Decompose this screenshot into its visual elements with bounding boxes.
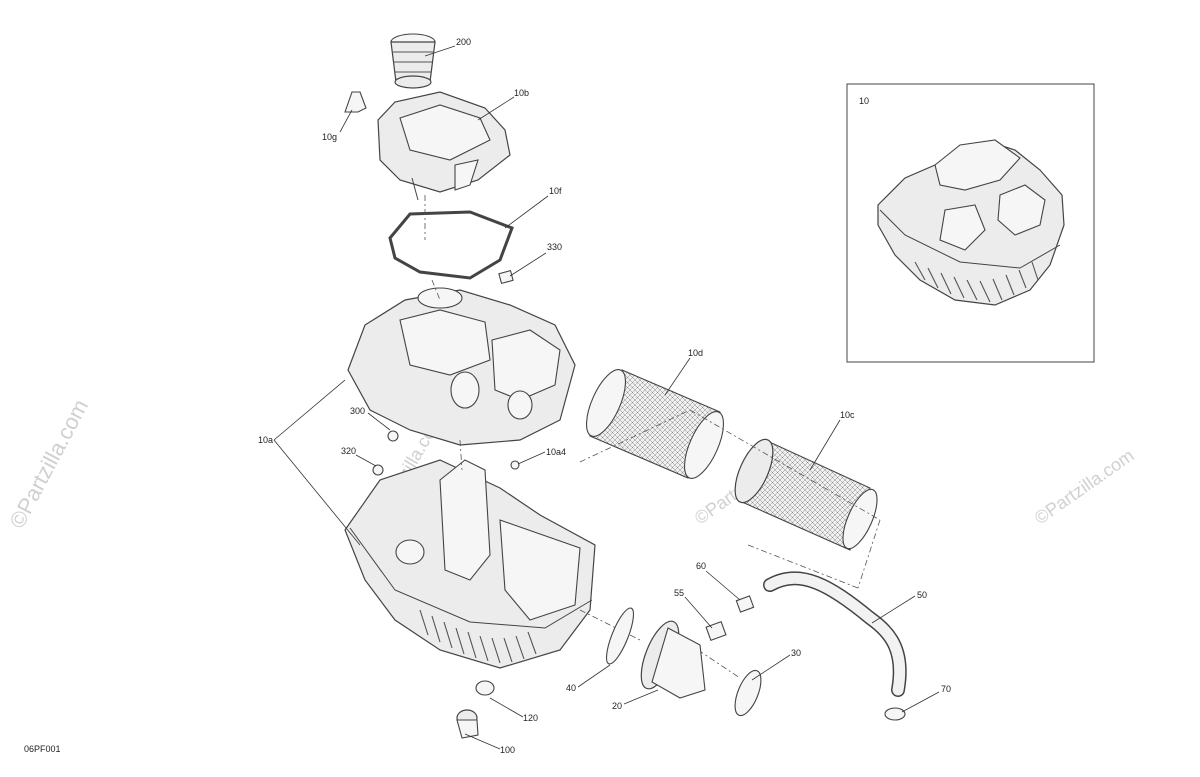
callout-320: 320 <box>341 446 356 456</box>
leader-lines <box>273 45 940 750</box>
part-300-screw <box>387 430 399 442</box>
callout-30: 30 <box>791 648 801 658</box>
callout-55: 55 <box>674 588 684 598</box>
part-10f-gasket <box>388 210 514 280</box>
inset-ribs <box>914 261 1039 303</box>
part-120-clamp <box>475 680 495 696</box>
part-320-washer <box>372 464 384 476</box>
callout-120: 120 <box>523 713 538 723</box>
callout-labels: 200 10b 10g 10f 330 10a 300 320 10a4 10d… <box>258 37 951 755</box>
callout-40: 40 <box>566 683 576 693</box>
watermark-group: ©Partzilla.com ©Partzilla.com ©Partzilla… <box>4 395 1137 532</box>
part-40-clamp <box>605 607 635 665</box>
callout-10a4: 10a4 <box>546 447 566 457</box>
part-20-adaptor <box>640 620 706 699</box>
callout-200: 200 <box>456 37 471 47</box>
part-70-clamp <box>884 707 906 721</box>
callout-20: 20 <box>612 701 622 711</box>
callout-10c: 10c <box>840 410 855 420</box>
alignment-line-vertical <box>424 195 463 471</box>
callout-10d: 10d <box>688 348 703 358</box>
alignment-line-filter <box>579 409 881 589</box>
part-60-fitting <box>735 595 755 613</box>
callout-60: 60 <box>696 561 706 571</box>
part-10b-top-cover <box>377 91 511 201</box>
diagram-code: 06PF001 <box>24 744 61 754</box>
alignment-line-duct <box>579 609 741 679</box>
part-100-elbow <box>456 709 479 739</box>
part-200-intake-duct <box>390 33 436 89</box>
callout-100: 100 <box>500 745 515 755</box>
part-30-clamp <box>734 669 762 717</box>
part-330-clip <box>498 269 514 285</box>
callout-70: 70 <box>941 684 951 694</box>
part-10a4-screw <box>510 460 520 470</box>
inset-assembly-box: 10 <box>846 83 1095 363</box>
part-10c-filter <box>734 438 878 551</box>
callout-330: 330 <box>547 242 562 252</box>
part-10d-filter <box>586 369 724 479</box>
callout-10f: 10f <box>549 186 562 196</box>
watermark-right: ©Partzilla.com <box>1031 445 1138 528</box>
callout-10g: 10g <box>322 132 337 142</box>
callout-10b: 10b <box>514 88 529 98</box>
part-10a-lower-housing <box>344 459 596 669</box>
callout-10a: 10a <box>258 435 273 445</box>
lower-housing-ribs <box>419 609 537 664</box>
callout-50: 50 <box>917 590 927 600</box>
callout-300: 300 <box>350 406 365 416</box>
inset-label: 10 <box>859 96 869 106</box>
part-10a-upper-housing <box>347 287 576 446</box>
watermark-left: ©Partzilla.com <box>4 395 93 532</box>
part-10g-clip <box>344 91 367 113</box>
